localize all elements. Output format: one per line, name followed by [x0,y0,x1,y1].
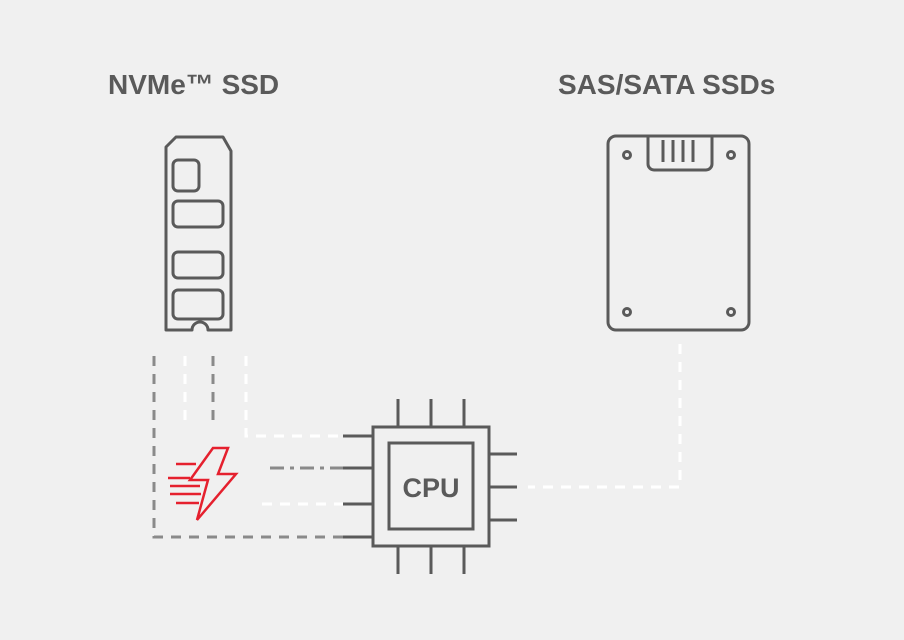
nvme-ssd-title: NVMe™ SSD [108,69,280,100]
cpu-chip-icon [343,399,517,574]
sas-sata-ssd-title: SAS/SATA SSDs [558,69,776,100]
lightning-speed-icon [168,446,239,521]
cpu-label: CPU [402,473,459,503]
nvme-ssd-icon [164,135,233,332]
sas-connection-line [528,344,682,489]
nvme-connection-lines [152,356,343,539]
sas-sata-ssd-icon [606,134,751,332]
